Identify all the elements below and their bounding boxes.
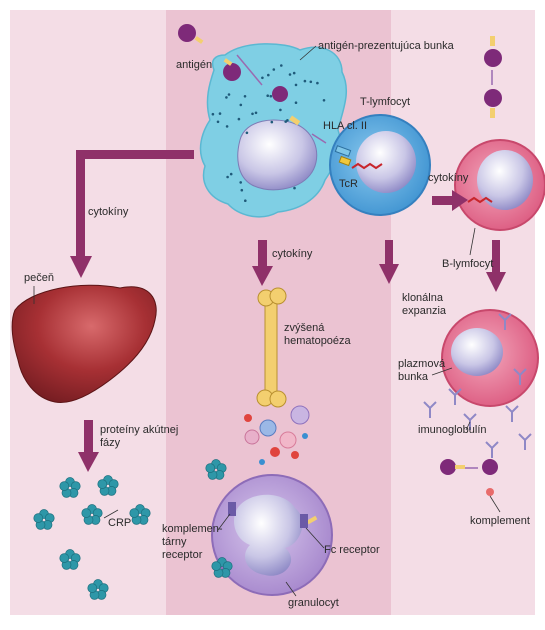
granule-dot xyxy=(295,84,298,87)
label-complement: komplement xyxy=(470,515,530,528)
arrow-t-to-b xyxy=(432,196,454,205)
granule-dot xyxy=(246,132,249,135)
granule-dot xyxy=(238,118,241,121)
granule-dot xyxy=(240,104,243,107)
label-apc: antigén-prezentujúca bunka xyxy=(318,40,454,53)
label-t-lymphocyte: T-lymfocyt xyxy=(360,96,410,109)
plasma-cell-nucleus xyxy=(451,328,503,376)
granule-dot xyxy=(255,112,258,115)
label-tcr: TcR xyxy=(339,178,358,191)
granule-dot xyxy=(225,96,228,99)
label-plasma-cell: plazmová bunka xyxy=(398,358,446,384)
granule-dot xyxy=(316,82,319,85)
arrow-to-bone xyxy=(258,240,267,268)
arrow-clonal xyxy=(385,240,393,266)
granule-dot xyxy=(251,113,254,116)
granule-dot xyxy=(228,93,231,96)
apc-nucleus xyxy=(238,120,317,190)
label-liver: pečeň xyxy=(24,272,54,285)
granule-dot xyxy=(323,99,326,102)
granule-dot xyxy=(267,74,270,77)
label-cytokines-center: cytokíny xyxy=(272,248,312,261)
granule-dot xyxy=(310,81,313,84)
label-complement-receptor: komplemen-tárny receptor xyxy=(162,523,220,562)
granule-dot xyxy=(212,113,215,116)
granule-dot xyxy=(241,189,244,192)
arrow-to-liver xyxy=(76,150,194,159)
b-lymphocyte-nucleus xyxy=(477,150,533,210)
granule-dot xyxy=(261,77,264,80)
label-crp: CRP xyxy=(108,517,131,530)
granule-dot xyxy=(244,199,247,202)
label-cytokines-right: cytokíny xyxy=(428,172,468,185)
granule-dot xyxy=(217,121,220,124)
granule-dot xyxy=(226,125,229,128)
granule-dot xyxy=(273,68,276,71)
granule-dot xyxy=(266,94,269,97)
granule-dot xyxy=(279,109,282,112)
granule-dot xyxy=(239,181,242,184)
granule-dot xyxy=(286,119,289,122)
granule-dot xyxy=(271,121,274,124)
arrow-acute-phase xyxy=(84,420,93,454)
label-clonal: klonálna expanzia xyxy=(402,292,454,318)
label-cytokines-left: cytokíny xyxy=(88,206,128,219)
granule-dot xyxy=(295,101,298,104)
granule-dot xyxy=(289,73,292,76)
label-b-lymphocyte: B-lymfocyt xyxy=(442,258,493,271)
granule-dot xyxy=(219,112,222,115)
label-acute-phase: proteíny akútnej fázy xyxy=(100,424,180,450)
granule-dot xyxy=(293,72,296,75)
granule-dot xyxy=(293,187,296,190)
label-granulocyte: granulocyt xyxy=(288,597,339,610)
label-hematopoesis: zvýšená hematopoéza xyxy=(284,322,364,348)
label-fc-receptor: Fc receptor xyxy=(324,544,380,557)
granule-dot xyxy=(280,64,283,67)
granule-dot xyxy=(230,173,233,176)
label-hla: HLA cl. II xyxy=(323,120,367,133)
granule-dot xyxy=(304,80,307,83)
granule-dot xyxy=(226,176,229,179)
t-lymphocyte-nucleus xyxy=(356,131,416,193)
label-antigen: antigén xyxy=(176,59,212,72)
label-immunoglobulin: imunoglobulín xyxy=(418,424,487,437)
granule-dot xyxy=(244,95,247,98)
granule-dot xyxy=(270,95,273,98)
